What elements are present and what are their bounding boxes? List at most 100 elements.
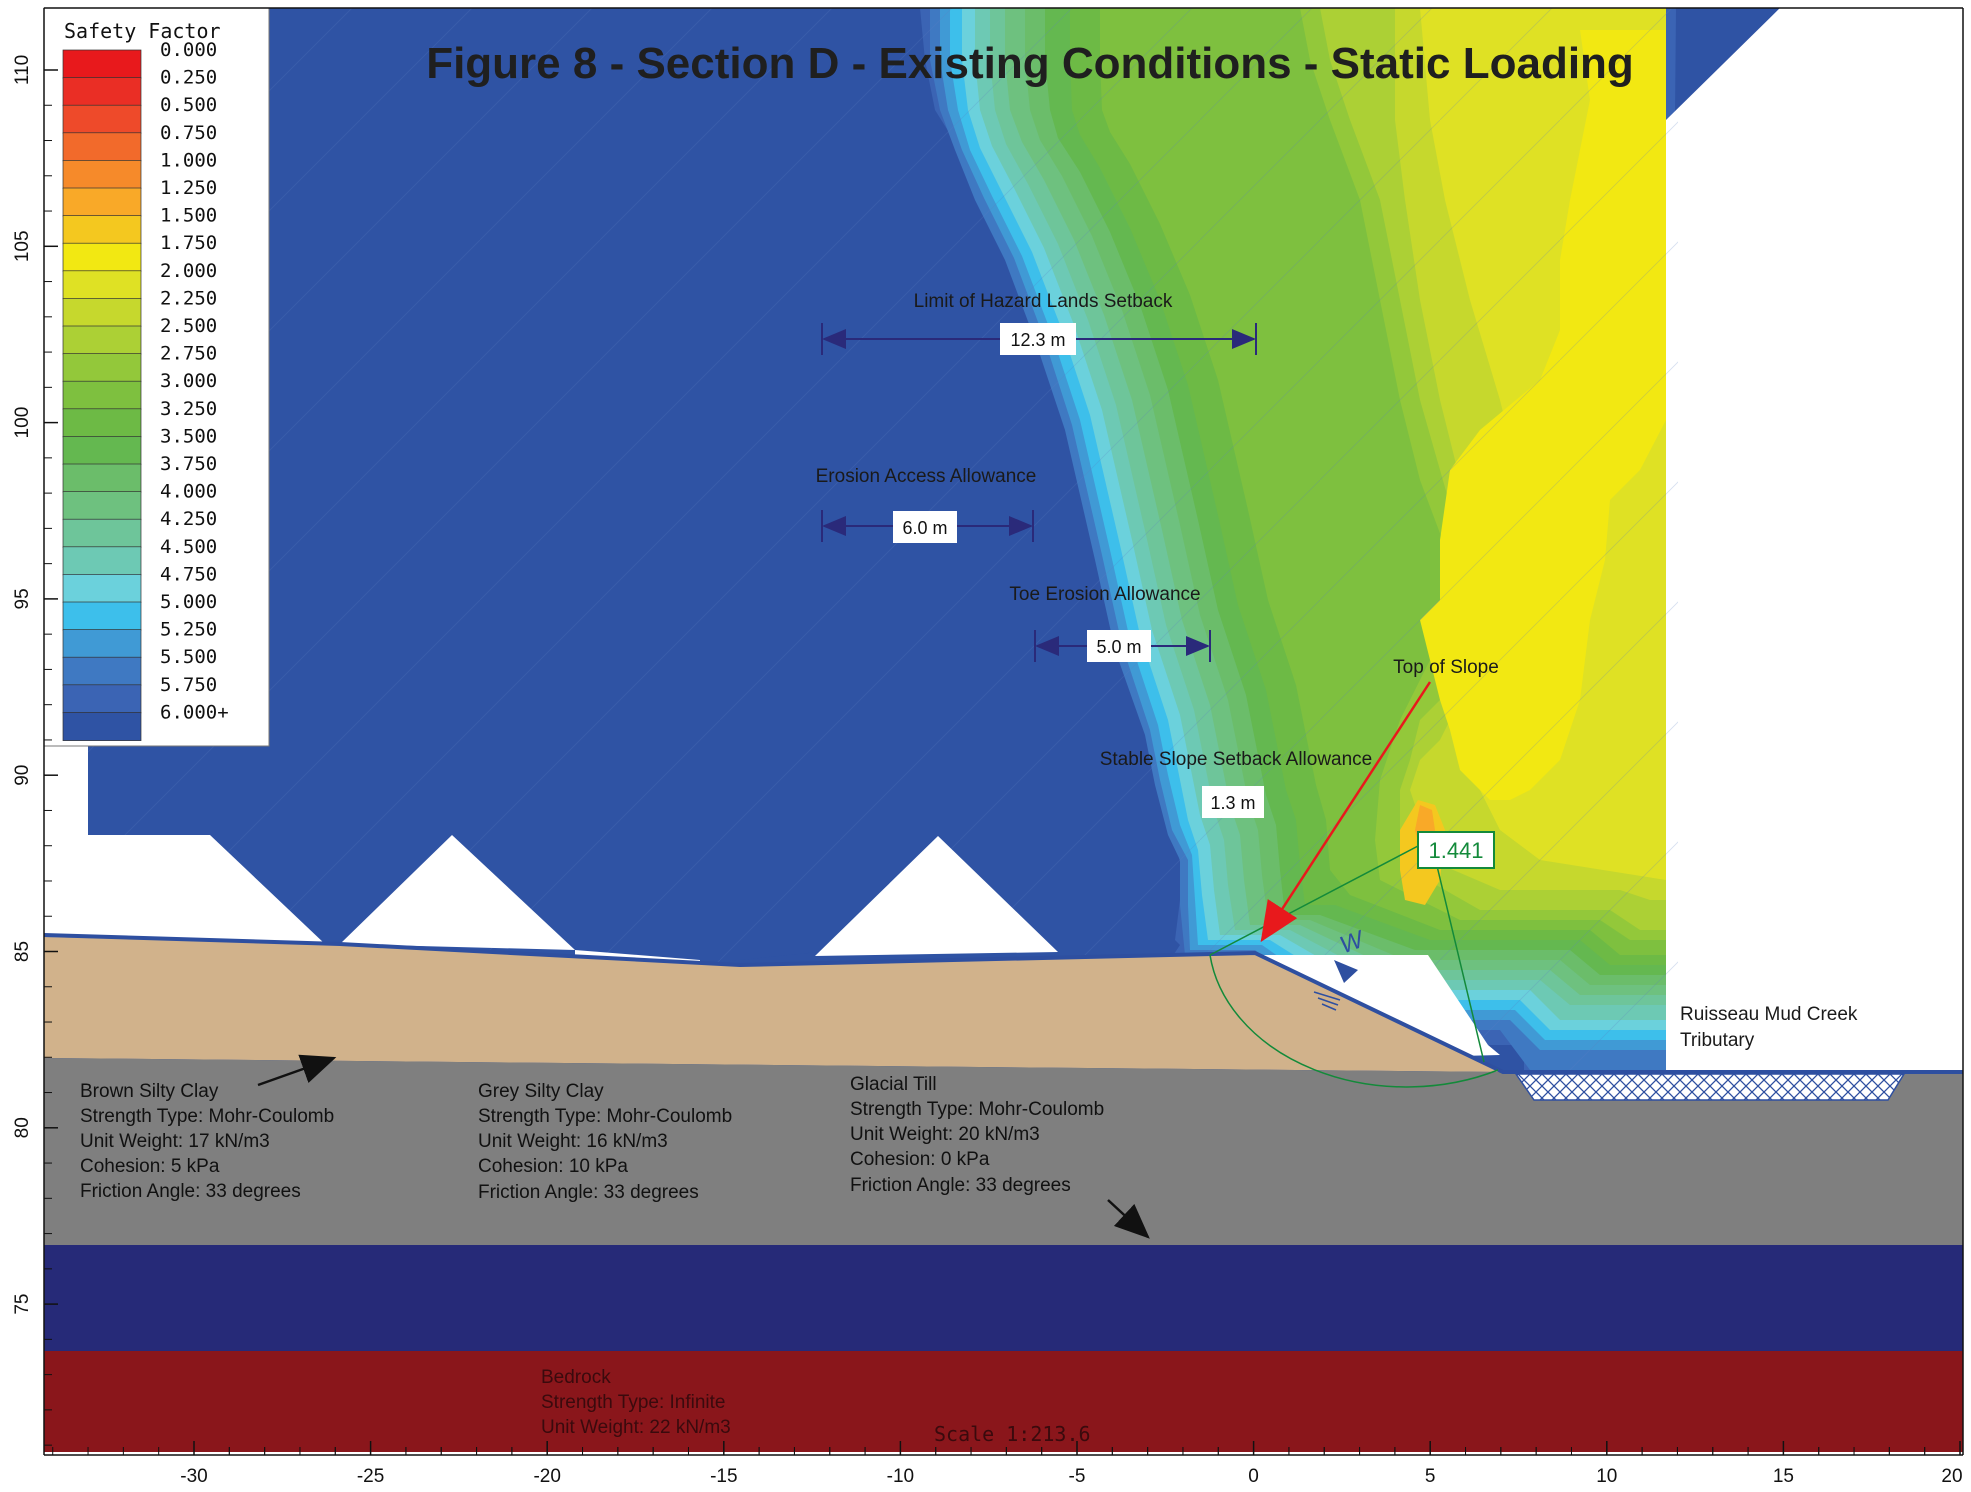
legend-label: 5.500 [160,646,217,668]
legend-swatch [62,325,142,355]
legend-swatch [62,160,142,189]
legend-swatch [62,656,142,686]
legend-label: 2.750 [160,343,217,365]
legend-label: 1.750 [160,232,217,254]
legend-label: 6.000+ [160,701,229,723]
legend-label: 3.000 [160,370,217,392]
creek-label: Ruisseau Mud Creek Tributary [1680,1004,1858,1051]
stable-slope-label: Stable Slope Setback Allowance [1100,749,1373,770]
legend-swatch [62,408,142,438]
grey-clay-properties: Grey Silty Clay Strength Type: Mohr-Coul… [478,1081,732,1203]
legend-swatch [62,104,142,134]
legend-label: 4.750 [160,563,217,585]
top-of-slope-callout: Top of Slope [1260,657,1499,943]
bedrock-strength: Strength Type: Infinite [541,1392,726,1413]
legend-label: 5.750 [160,674,217,696]
grey-clay-friction: Friction Angle: 33 degrees [478,1182,699,1203]
erosion-access-value: 6.0 m [902,518,947,538]
x-tick-label: -25 [357,1466,384,1487]
glacial-till-weight: Unit Weight: 20 kN/m3 [850,1124,1040,1145]
legend-label: 3.750 [160,453,217,475]
stable-slope-dimension: Stable Slope Setback Allowance 1.3 m [1100,749,1373,818]
legend-label: 0.500 [160,94,217,116]
glacial-till-layer [44,1245,1963,1351]
x-tick-label: -30 [180,1466,207,1487]
legend-swatch [62,629,142,659]
brown-silty-clay-layer [44,937,1503,1072]
brown-clay-pointer [257,1054,337,1087]
erosion-access-label: Erosion Access Allowance [816,466,1037,487]
grey-silty-clay-layer [44,1058,1963,1245]
legend-swatch [62,436,142,465]
y-tick-label: 90 [12,765,33,786]
x-tick-label: -15 [710,1466,737,1487]
figure-title: Figure 8 - Section D - Existing Conditio… [426,39,1634,88]
legend-label: 2.250 [160,287,217,309]
legend-label: 1.000 [160,149,217,171]
safety-factor-contours [44,8,1963,1080]
y-tick-label: 75 [12,1294,33,1315]
brown-clay-strength: Strength Type: Mohr-Coulomb [80,1106,334,1127]
legend-label: 2.500 [160,315,217,337]
legend-label: 5.000 [160,591,217,613]
brown-clay-weight: Unit Weight: 17 kN/m3 [80,1131,270,1152]
bedrock-name: Bedrock [541,1367,611,1388]
legend-swatch [62,242,142,272]
safety-factor-legend: Safety Factor 0.0000.2500.5000.7501.0001… [43,7,270,747]
x-tick-label: 20 [1941,1466,1962,1487]
x-tick-label: 15 [1773,1466,1794,1487]
glacial-till-strength: Strength Type: Mohr-Coulomb [850,1099,1104,1120]
hazard-setback-label: Limit of Hazard Lands Setback [914,291,1173,312]
toe-erosion-value: 5.0 m [1096,637,1141,657]
grey-clay-weight: Unit Weight: 16 kN/m3 [478,1131,668,1152]
legend-label: 4.000 [160,481,217,503]
erosion-access-dimension: Erosion Access Allowance 6.0 m [816,466,1037,543]
legend-swatch [62,77,142,107]
glacial-till-pointer [1107,1199,1150,1239]
legend-label: 4.250 [160,508,217,530]
bedrock-layer [44,1351,1963,1452]
hazard-setback-dimension: Limit of Hazard Lands Setback 12.3 m [821,291,1257,355]
y-tick-label: 100 [12,407,33,439]
soil-layers [43,933,1963,1452]
x-tick-label: -5 [1069,1466,1086,1487]
legend-swatch [62,187,142,217]
legend-swatch [62,546,142,576]
x-tick-label: -20 [533,1466,560,1487]
brown-clay-cohesion: Cohesion: 5 kPa [80,1156,220,1177]
legend-label: 0.250 [160,67,217,89]
legend-label: 0.750 [160,122,217,144]
glacial-till-cohesion: Cohesion: 0 kPa [850,1149,990,1170]
glacial-till-properties: Glacial Till Strength Type: Mohr-Coulomb… [850,1074,1104,1196]
blank-region-right [1666,8,1963,1070]
legend-swatch [62,132,142,162]
legend-label: 1.500 [160,205,217,227]
brown-clay-friction: Friction Angle: 33 degrees [80,1181,301,1202]
legend-title: Safety Factor [64,19,221,43]
legend-swatch [62,574,142,603]
legend-swatch [62,49,142,79]
legend-swatch [62,491,142,521]
y-tick-label: 105 [12,230,33,262]
legend-swatch [62,463,142,493]
legend-swatch [62,684,142,714]
legend-label: 3.500 [160,425,217,447]
legend-swatch [62,712,142,741]
x-tick-label: 0 [1248,1466,1259,1487]
y-tick-label: 110 [12,55,33,85]
creek-label-line2: Tributary [1680,1030,1755,1051]
grey-clay-name: Grey Silty Clay [478,1081,604,1102]
bedrock-properties: Bedrock Strength Type: Infinite Unit Wei… [541,1367,731,1438]
legend-swatch [62,298,142,327]
scale-label: Scale 1:213.6 [934,1422,1091,1446]
legend-swatch [62,518,142,548]
grey-clay-cohesion: Cohesion: 10 kPa [478,1156,628,1177]
legend-label: 3.250 [160,398,217,420]
stable-slope-value: 1.3 m [1210,793,1255,813]
legend-swatch [62,353,142,383]
legend-swatch [62,215,142,245]
x-tick-label: 10 [1596,1466,1617,1487]
grey-clay-strength: Strength Type: Mohr-Coulomb [478,1106,732,1127]
